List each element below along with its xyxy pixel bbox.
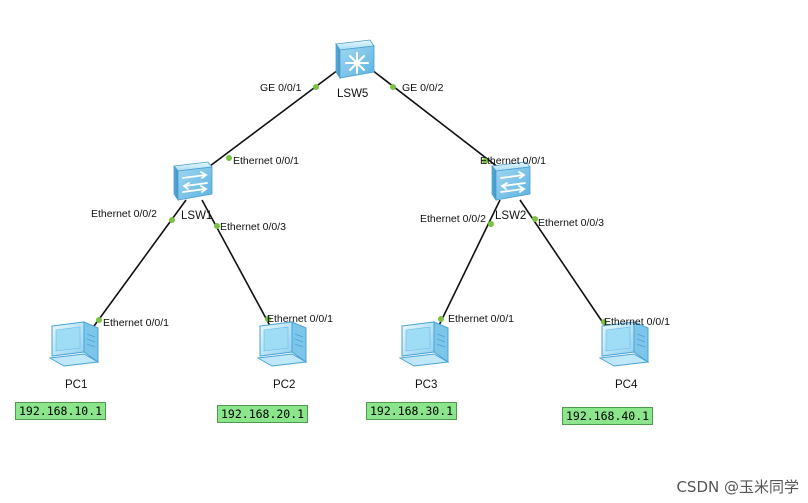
- node-label-lsw2: LSW2: [495, 210, 526, 222]
- port-dot: [482, 158, 488, 164]
- node-label-pc4: PC4: [615, 379, 638, 391]
- node-label-lsw1: LSW1: [181, 210, 212, 222]
- switch-icon: [173, 161, 213, 202]
- port-dot: [169, 217, 175, 223]
- pc4-node[interactable]: PC4: [598, 321, 650, 391]
- port-label-pc1-e001: Ethernet 0/0/1: [103, 317, 169, 329]
- watermark: CSDN @玉米同学: [676, 478, 799, 496]
- pc2-node[interactable]: PC2: [256, 321, 308, 391]
- port-label-pc3-e001: Ethernet 0/0/1: [448, 313, 514, 325]
- port-dot: [438, 316, 444, 322]
- port-label-lsw2-e002: Ethernet 0/0/2: [420, 213, 486, 225]
- links: [77, 69, 621, 349]
- node-label-pc2: PC2: [273, 379, 295, 391]
- port-dot: [601, 319, 607, 325]
- lsw2-node[interactable]: LSW2: [491, 161, 531, 222]
- pc-icon: [398, 321, 450, 367]
- port-label-pc2-e001: Ethernet 0/0/1: [267, 313, 333, 325]
- port-labels: GE 0/0/1 GE 0/0/2 Ethernet 0/0/1 Etherne…: [91, 82, 670, 329]
- port-label-pc4-e001: Ethernet 0/0/1: [604, 316, 670, 328]
- port-dot: [532, 216, 538, 222]
- pc-icon: [48, 321, 100, 367]
- port-dot: [265, 316, 271, 322]
- pc3-node[interactable]: PC3: [398, 321, 450, 391]
- port-label-lsw2-e001: Ethernet 0/0/1: [480, 155, 546, 167]
- pc-icon: [598, 321, 650, 367]
- pc-icon: [256, 321, 308, 367]
- switch-icon: [491, 161, 531, 202]
- ip-label-pc2: 192.168.20.1: [217, 405, 309, 423]
- port-dot: [390, 84, 396, 90]
- ip-label-pc1: 192.168.10.1: [15, 402, 107, 420]
- node-label-pc1: PC1: [65, 379, 87, 391]
- ip-label-pc3: 192.168.30.1: [366, 402, 458, 420]
- port-label-lsw1-e001: Ethernet 0/0/1: [233, 155, 299, 167]
- port-label-lsw2-e003: Ethernet 0/0/3: [538, 217, 604, 229]
- port-label-lsw1-e003: Ethernet 0/0/3: [220, 221, 286, 233]
- lsw5-node[interactable]: LSW5: [335, 39, 375, 100]
- lsw1-node[interactable]: LSW1: [173, 161, 213, 222]
- port-label-lsw5-ge002: GE 0/0/2: [402, 82, 444, 94]
- link-lsw1-pc1: [77, 199, 187, 349]
- port-label-lsw1-e002: Ethernet 0/0/2: [91, 208, 157, 220]
- core-switch-icon: [335, 39, 375, 80]
- port-dot: [96, 317, 102, 323]
- port-dot: [313, 84, 319, 90]
- port-label-lsw5-ge001: GE 0/0/1: [260, 82, 302, 94]
- port-dot: [214, 223, 220, 229]
- ip-label-pc4: 192.168.40.1: [562, 407, 654, 425]
- link-lsw2-pc3: [427, 199, 501, 349]
- port-dot: [488, 221, 494, 227]
- port-dots: [96, 84, 607, 325]
- port-dot: [226, 155, 232, 161]
- node-label-lsw5: LSW5: [337, 88, 368, 100]
- node-label-pc3: PC3: [415, 379, 437, 391]
- pc1-node[interactable]: PC1: [48, 321, 100, 391]
